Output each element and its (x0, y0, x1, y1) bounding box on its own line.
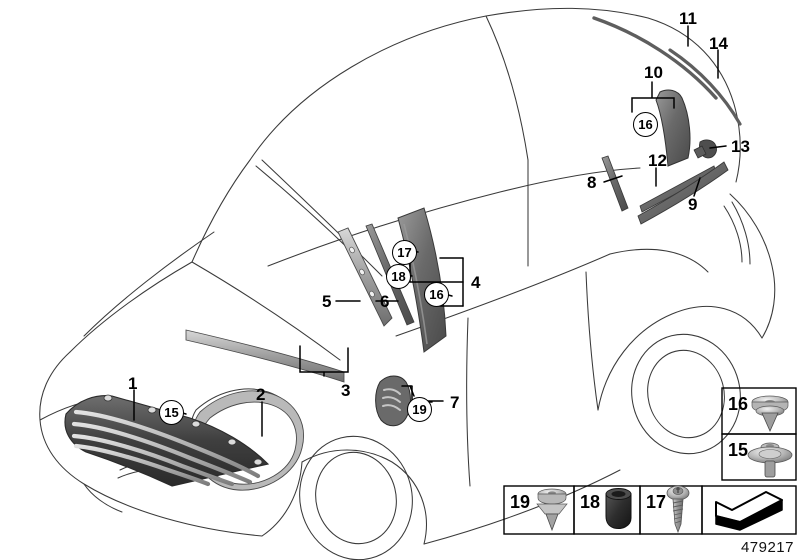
legend-icon-19 (536, 488, 568, 532)
callout-circle-19: 19 (407, 397, 432, 422)
legend-boxes (503, 387, 797, 535)
callout-circle-16-upper: 16 (633, 112, 658, 137)
callout-circle-17: 17 (392, 240, 417, 265)
callout-13: 13 (731, 137, 750, 156)
legend-icon-view-arrow (715, 491, 783, 531)
legend-icon-17 (666, 485, 690, 534)
legend-number-19: 19 (510, 492, 531, 512)
part-roof-moulding-inner (639, 165, 717, 213)
callout-circle-16-lower: 16 (424, 282, 449, 307)
callout-10: 10 (644, 63, 663, 82)
diagram-id-number: 479217 (740, 539, 794, 556)
legend-icon-16 (751, 395, 789, 432)
part-side-vent-grille (375, 375, 411, 427)
callout-9: 9 (688, 195, 698, 214)
callout-6: 6 (380, 292, 390, 311)
callout-2: 2 (256, 385, 266, 404)
callout-12: 12 (648, 151, 667, 170)
part-roof-rail-rear (637, 161, 729, 225)
legend-icon-18 (605, 488, 632, 529)
callout-1: 1 (128, 374, 138, 393)
legend-number-16: 16 (728, 394, 749, 414)
callout-circle-15: 15 (159, 400, 184, 425)
callout-7: 7 (450, 393, 460, 412)
part-front-grille (64, 394, 270, 487)
callout-14: 14 (709, 34, 728, 53)
callout-4: 4 (471, 273, 481, 292)
callout-5: 5 (322, 292, 332, 311)
legend-number-15: 15 (728, 440, 749, 460)
callout-8: 8 (587, 173, 597, 192)
part-windscreen-lower-trim (185, 329, 345, 383)
part-roof-moulding-outer (592, 16, 718, 100)
part-c-pillar-cover (655, 89, 691, 167)
part-a-pillar-retainer-strip (337, 227, 393, 327)
legend-number-17: 17 (646, 492, 667, 512)
part-roof-rail-end-cap (693, 139, 717, 159)
legend-icon-15 (747, 442, 793, 478)
part-roof-moulding-rear (668, 48, 742, 126)
callout-11: 11 (679, 9, 697, 28)
callout-3: 3 (341, 381, 351, 400)
legend-number-18: 18 (580, 492, 601, 512)
part-roof-rail-front (601, 155, 629, 212)
callout-circle-18: 18 (386, 264, 411, 289)
